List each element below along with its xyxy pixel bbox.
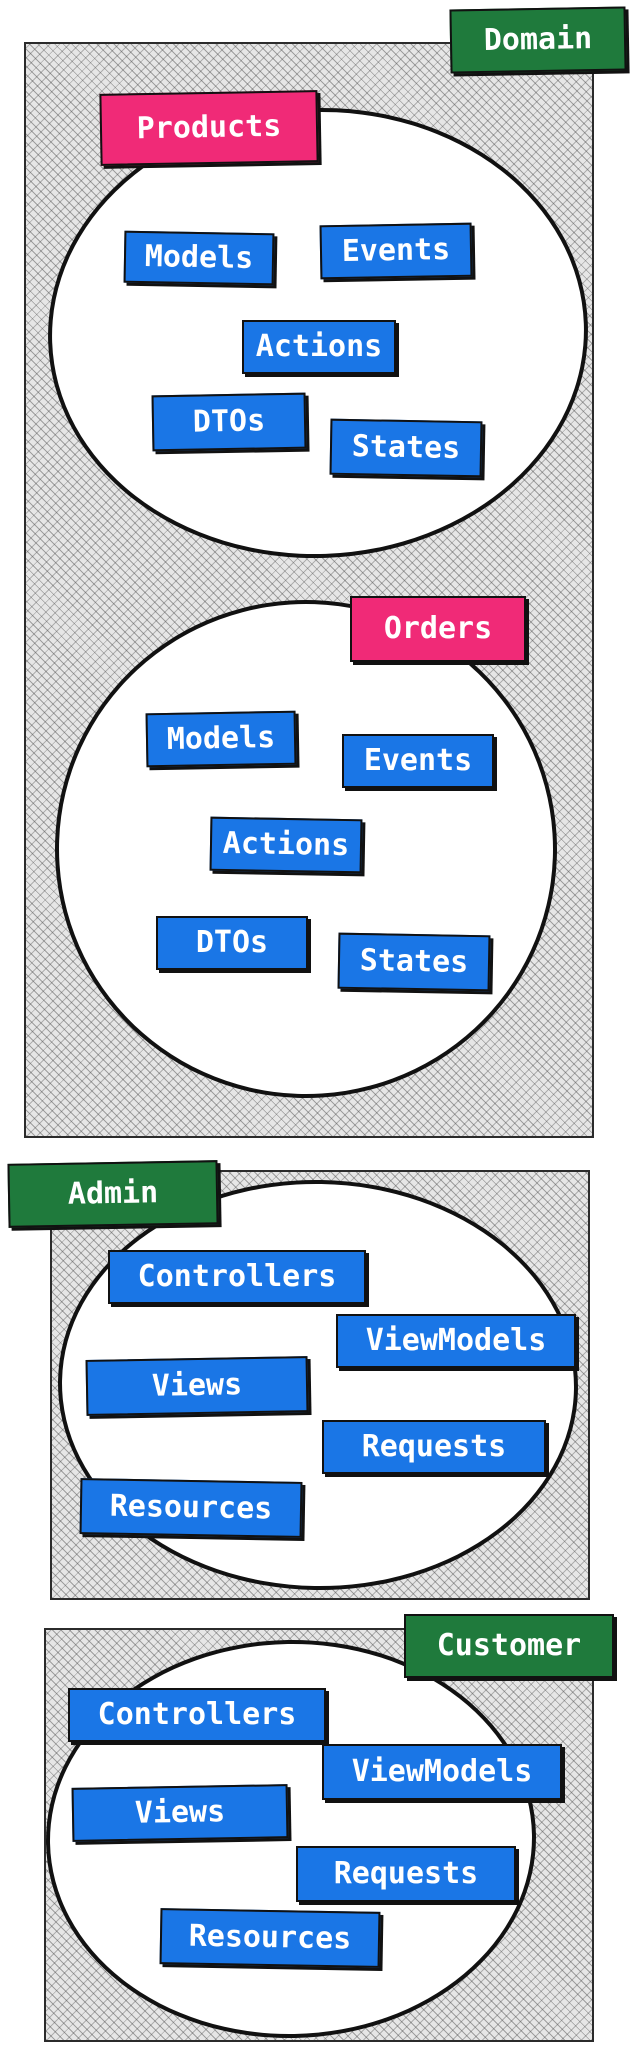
orders-actions-component: Actions <box>209 816 363 874</box>
products-events-component: Events <box>319 222 473 280</box>
products-actions-component: Actions <box>242 320 396 374</box>
orders-states-component: States <box>337 932 491 992</box>
customer-views-component: Views <box>71 1784 289 1842</box>
admin-controllers-component: Controllers <box>108 1250 366 1304</box>
customer-controllers-component: Controllers <box>68 1688 326 1742</box>
admin-views-component: Views <box>85 1356 309 1416</box>
orders-models-component: Models <box>145 710 297 768</box>
products-label: Products <box>99 90 319 166</box>
products-models-component: Models <box>123 230 275 286</box>
admin-viewmodels-component: ViewModels <box>336 1314 576 1368</box>
orders-events-component: Events <box>342 734 494 788</box>
admin-label: Admin <box>7 1160 219 1228</box>
products-dtos-component: DTOs <box>151 392 307 452</box>
customer-label: Customer <box>404 1614 614 1678</box>
customer-viewmodels-component: ViewModels <box>322 1744 562 1800</box>
customer-resources-component: Resources <box>159 1908 381 1968</box>
orders-label: Orders <box>350 596 526 662</box>
orders-dtos-component: DTOs <box>156 916 308 970</box>
products-states-component: States <box>329 418 483 478</box>
domain-label: Domain <box>449 6 627 74</box>
admin-requests-component: Requests <box>322 1420 546 1474</box>
customer-requests-component: Requests <box>296 1846 516 1902</box>
admin-resources-component: Resources <box>79 1478 303 1538</box>
